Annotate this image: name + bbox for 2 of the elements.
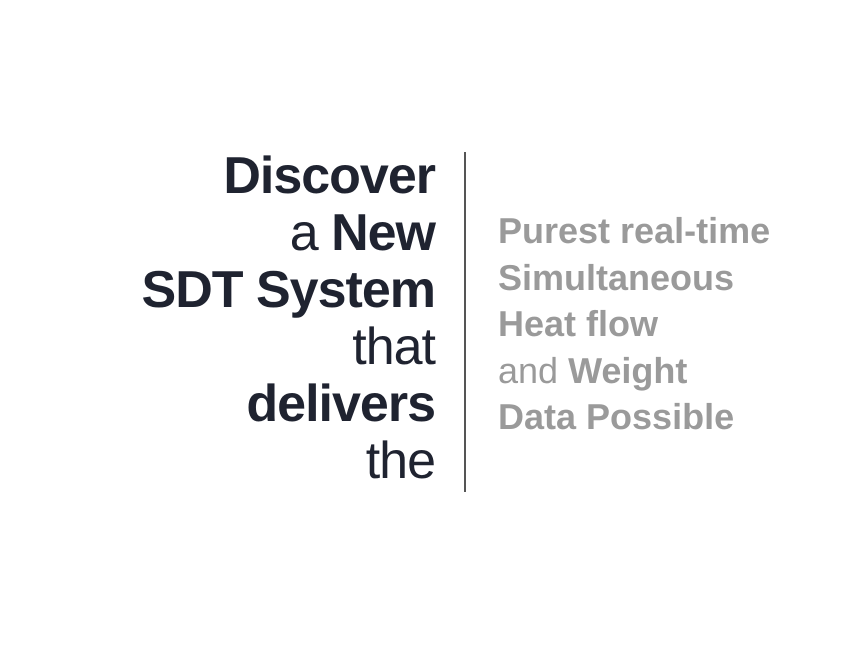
headline: Discover a New SDT System that delivers the xyxy=(142,148,435,490)
tagline: Purest real-time Simultaneous Heat flow and Weight Data Possible xyxy=(498,209,770,439)
